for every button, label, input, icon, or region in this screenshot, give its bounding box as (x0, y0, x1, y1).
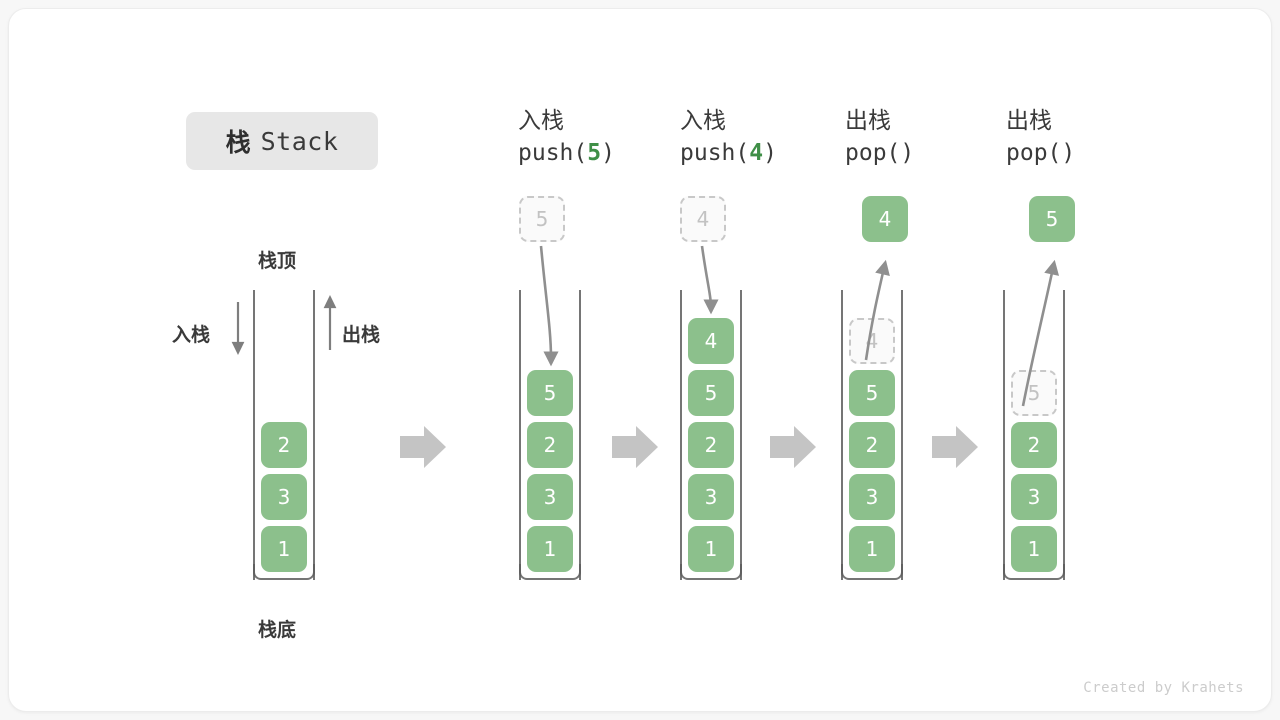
title-en: Stack (260, 126, 339, 156)
stack-wall-left (1003, 290, 1005, 580)
stack-container-pop-4: 4 5 2 3 1 (841, 290, 903, 580)
footer-credit: Created by Krahets (1083, 680, 1244, 696)
step-header-pop-5: 出栈 pop() (1006, 106, 1176, 170)
stack-cell: 5 (849, 370, 895, 416)
code-tail: ) (763, 140, 777, 166)
stack-wall-left (680, 290, 682, 580)
step-header-cn: 出栈 (845, 108, 891, 134)
stack-cell: 1 (1011, 526, 1057, 572)
stack-bottom-label: 栈底 (258, 619, 297, 641)
stack-cell: 2 (849, 422, 895, 468)
stack-cell: 3 (688, 474, 734, 520)
stack-cell: 5 (527, 370, 573, 416)
stack-cell: 1 (688, 526, 734, 572)
stack-container-push-4: 4 5 2 3 1 (680, 290, 742, 580)
stack-cell: 1 (261, 526, 307, 572)
stack-wall-left (253, 290, 255, 580)
stack-wall-right (740, 290, 742, 580)
code-fn: push( (518, 140, 588, 166)
code-tail: ) (1061, 140, 1076, 166)
stack-wall-right (579, 290, 581, 580)
stack-container-initial: 2 3 1 (253, 290, 315, 580)
code-tail: ) (900, 140, 915, 166)
stack-container-push-5: 5 2 3 1 (519, 290, 581, 580)
stack-cell: 2 (261, 422, 307, 468)
stack-ghost-cell: 4 (849, 318, 895, 364)
stack-wall-right (901, 290, 903, 580)
stack-cell: 5 (688, 370, 734, 416)
code-tail: ) (601, 140, 615, 166)
code-fn: pop( (845, 140, 901, 166)
step-header-push-5: 入栈 push(5) (518, 106, 688, 170)
step-header-code: pop() (1006, 136, 1176, 170)
stack-cell: 2 (688, 422, 734, 468)
stack-floor (680, 564, 742, 580)
title-cn: 栈 (225, 128, 251, 157)
code-arg: 4 (749, 140, 764, 166)
stack-cell: 4 (688, 318, 734, 364)
push-direction-label: 入栈 (172, 324, 211, 346)
stack-wall-left (519, 290, 521, 580)
code-fn: pop( (1006, 140, 1062, 166)
stack-container-pop-5: 5 2 3 1 (1003, 290, 1065, 580)
stack-cell: 1 (849, 526, 895, 572)
step-header-code: pop() (845, 136, 1015, 170)
pop-direction-label: 出栈 (342, 324, 381, 346)
stack-cell: 3 (261, 474, 307, 520)
code-arg: 5 (587, 140, 602, 166)
floating-ghost-cell: 4 (680, 196, 726, 242)
stack-floor (519, 564, 581, 580)
title-badge: 栈 Stack (186, 112, 378, 170)
stack-cell: 3 (1011, 474, 1057, 520)
stack-cell: 1 (527, 526, 573, 572)
stack-top-label: 栈顶 (258, 250, 297, 272)
step-header-code: push(4) (680, 136, 850, 170)
stack-floor (1003, 564, 1065, 580)
popped-cell: 5 (1029, 196, 1075, 242)
stack-wall-right (1063, 290, 1065, 580)
step-header-cn: 入栈 (518, 108, 564, 134)
step-header-cn: 出栈 (1006, 108, 1052, 134)
stack-wall-left (841, 290, 843, 580)
stack-wall-right (313, 290, 315, 580)
stack-cell: 2 (1011, 422, 1057, 468)
stack-cell: 3 (527, 474, 573, 520)
step-header-pop-4: 出栈 pop() (845, 106, 1015, 170)
stack-floor (253, 564, 315, 580)
code-fn: push( (680, 140, 750, 166)
step-header-cn: 入栈 (680, 108, 726, 134)
stack-cell: 3 (849, 474, 895, 520)
step-header-push-4: 入栈 push(4) (680, 106, 850, 170)
stack-floor (841, 564, 903, 580)
step-header-code: push(5) (518, 136, 688, 170)
stack-cell: 2 (527, 422, 573, 468)
stack-ghost-cell: 5 (1011, 370, 1057, 416)
floating-ghost-cell: 5 (519, 196, 565, 242)
popped-cell: 4 (862, 196, 908, 242)
